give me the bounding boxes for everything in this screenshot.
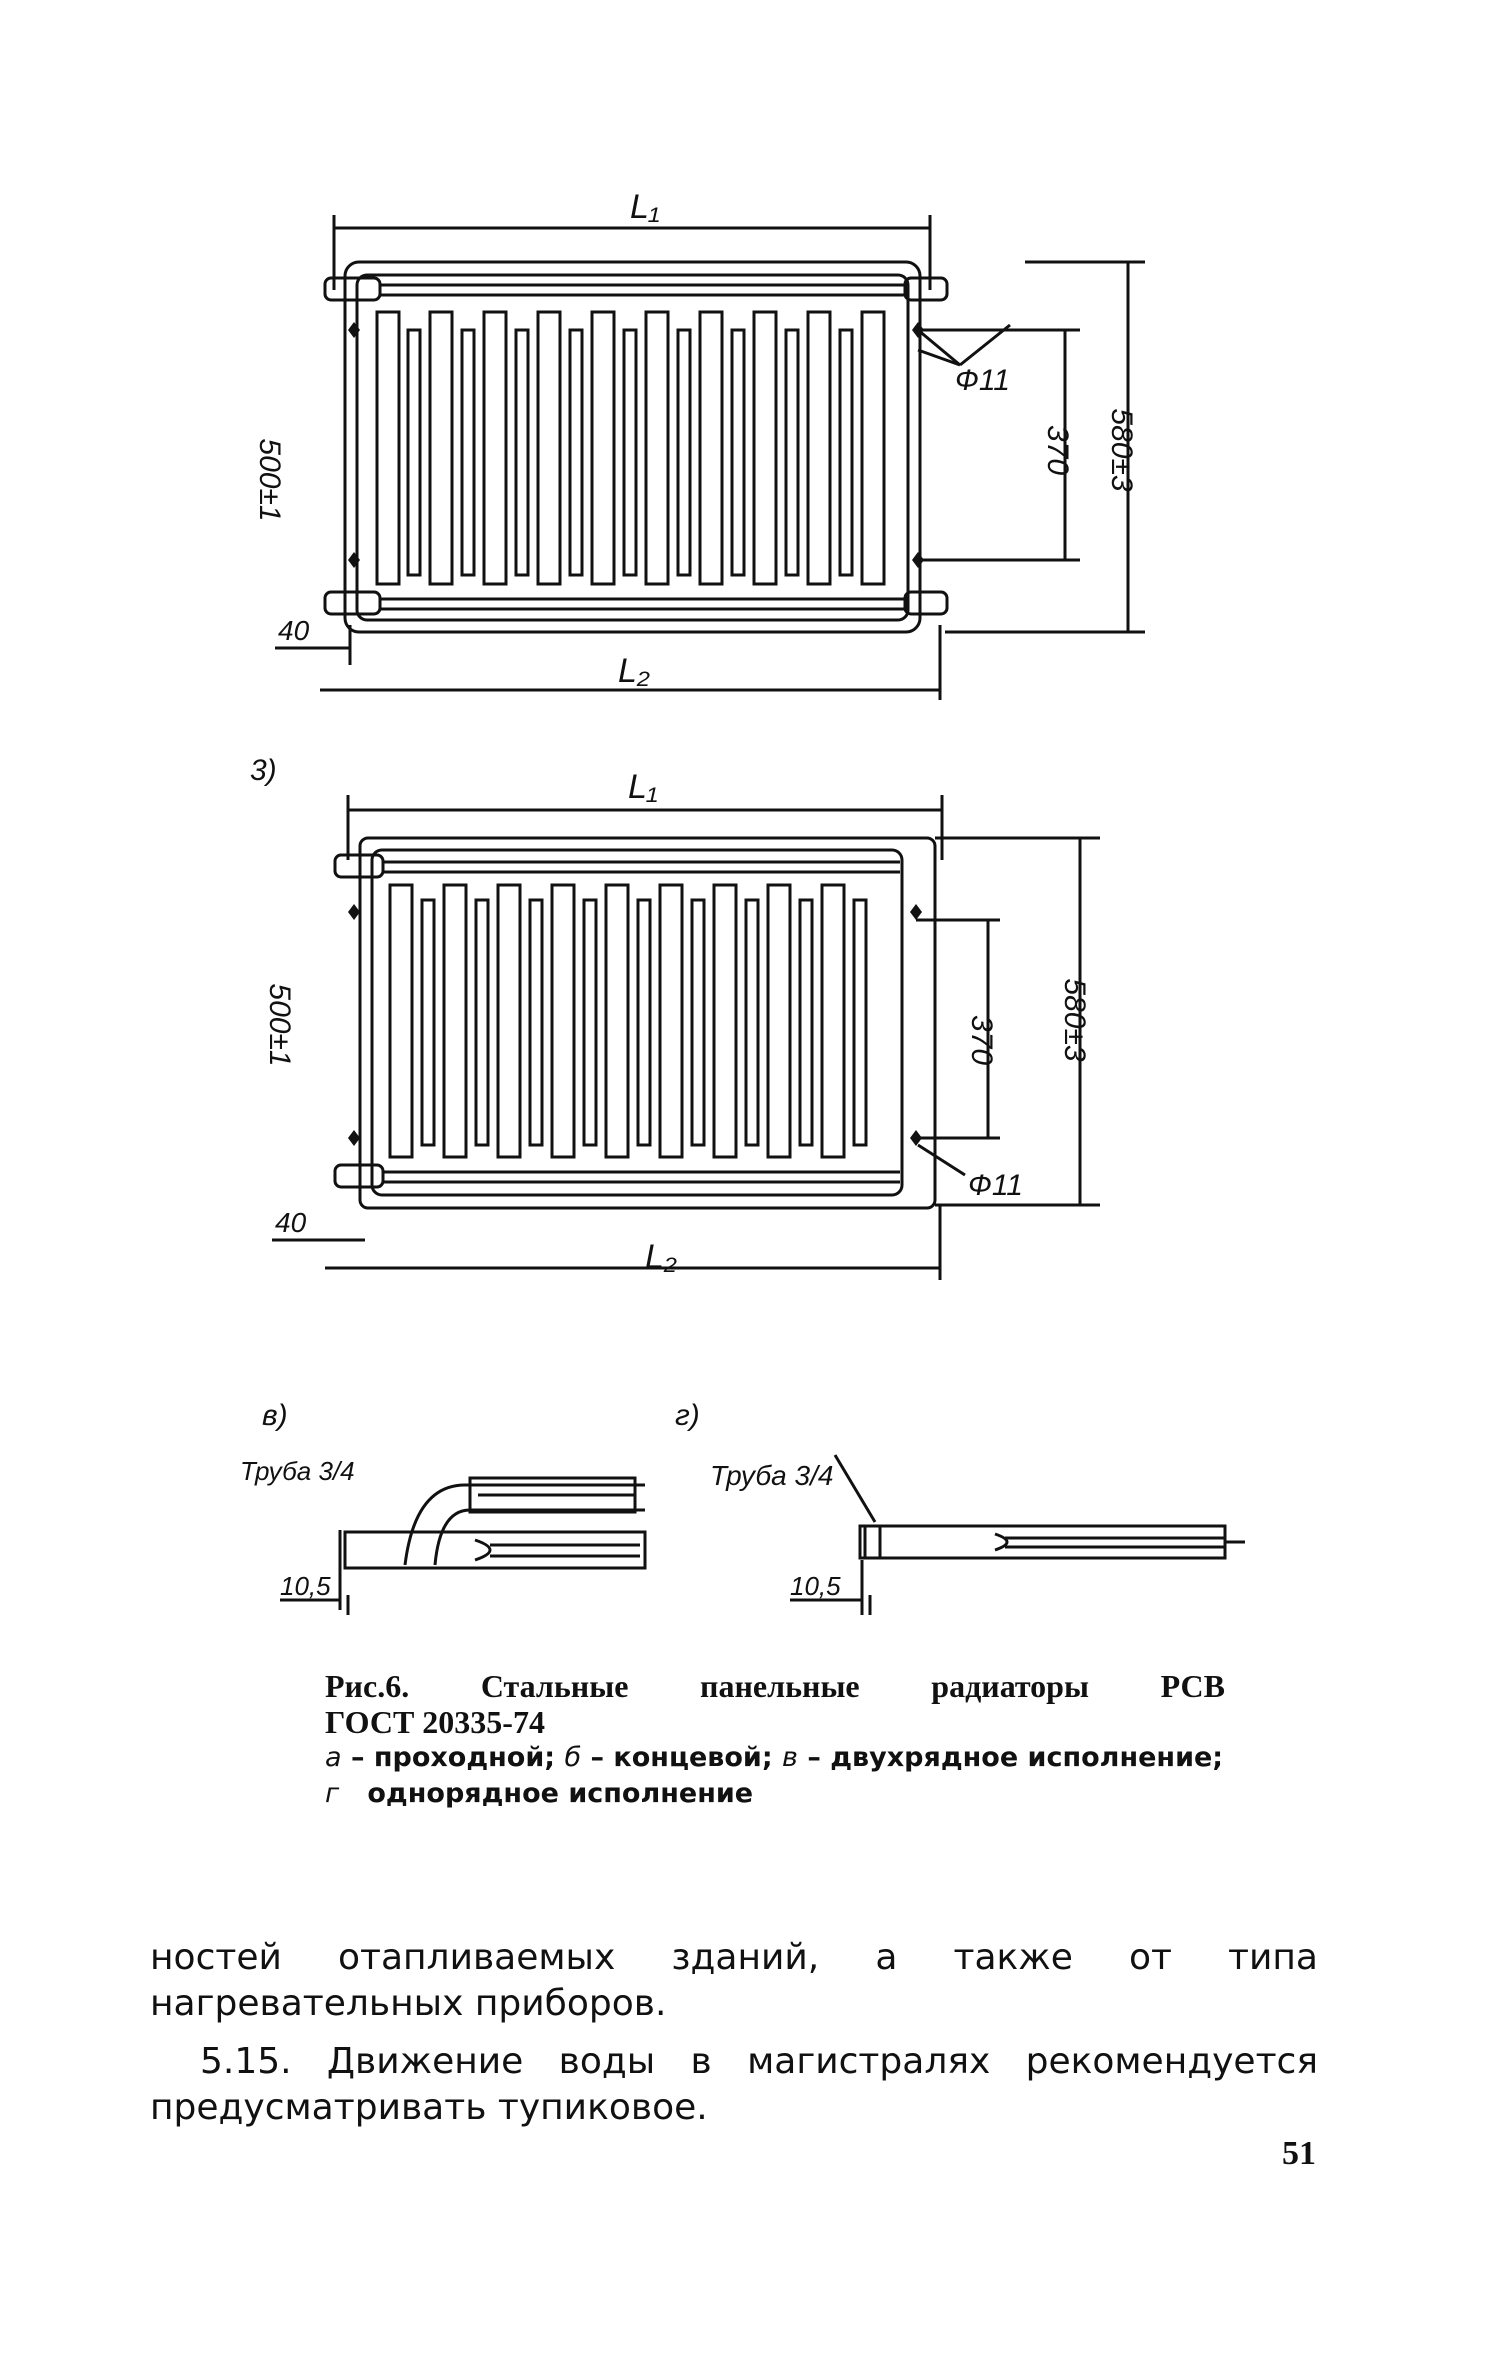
label-dia-a: Ф11 bbox=[955, 364, 1010, 397]
caption-word-3: радиаторы bbox=[931, 1668, 1089, 1704]
figure-drawing: L₁ L₂ 500±1 580±3 370 Ф11 40 3) L₁ L₂ 50… bbox=[240, 188, 1245, 1615]
radiator-b-channels bbox=[388, 883, 868, 1159]
paragraph-1: ностей отапливаемых зданий, а также от т… bbox=[150, 1937, 1318, 2024]
label-pipe-d: Труба 3/4 bbox=[710, 1460, 833, 1491]
label-holes-a: 370 bbox=[1041, 425, 1074, 475]
legend-key-b: б bbox=[564, 1742, 582, 1773]
caption-word-1: Стальные bbox=[480, 1668, 629, 1704]
figure-6: L₁ L₂ 500±1 580±3 370 Ф11 40 3) L₁ L₂ 50… bbox=[240, 188, 1245, 1615]
label-holes-b: 370 bbox=[965, 1015, 998, 1065]
label-overall-a: 580±3 bbox=[1105, 408, 1138, 492]
label-offset-a: 40 bbox=[278, 615, 310, 646]
radiator-b-body bbox=[358, 836, 937, 1210]
legend-key-g: г bbox=[325, 1778, 340, 1809]
legend-text-g: однорядное исполнение bbox=[339, 1778, 754, 1809]
page-number: 51 bbox=[1282, 2135, 1316, 2172]
legend-text-b: – концевой; bbox=[581, 1742, 783, 1773]
legend-key-v: в bbox=[782, 1742, 798, 1773]
radiator-a-body bbox=[343, 260, 922, 634]
label-l1-a: L₁ bbox=[630, 188, 660, 226]
legend-text-a: – проходной; bbox=[341, 1742, 565, 1773]
label-dim-d: 10,5 bbox=[790, 1571, 841, 1601]
label-overall-b: 580±3 bbox=[1058, 978, 1091, 1062]
radiator-a bbox=[275, 215, 1145, 700]
caption-word-4: РСВ bbox=[1160, 1668, 1225, 1704]
label-offset-b: 40 bbox=[275, 1207, 307, 1238]
label-panel-d: г) bbox=[675, 1399, 700, 1432]
label-l2-a: L₂ bbox=[618, 652, 650, 690]
radiator-a-channels bbox=[375, 310, 886, 586]
legend-key-a: а bbox=[325, 1742, 342, 1773]
label-pipe-c: Труба 3/4 bbox=[240, 1456, 355, 1486]
caption-title-line: Рис.6. Стальные панельные радиаторы РСВ bbox=[325, 1668, 1225, 1704]
label-panel-c: в) bbox=[262, 1399, 288, 1432]
label-l2-b: L₂ bbox=[645, 1238, 677, 1276]
caption-standard: ГОСТ 20335-74 bbox=[325, 1704, 545, 1740]
label-panel-b: 3) bbox=[250, 754, 277, 787]
caption-word-2: панельные bbox=[700, 1668, 860, 1704]
label-dia-b: Ф11 bbox=[968, 1169, 1023, 1202]
figure-caption: Рис.6. Стальные панельные радиаторы РСВ … bbox=[325, 1668, 1225, 1812]
caption-fig-number: Рис.6. bbox=[325, 1668, 410, 1704]
connection-detail-c bbox=[280, 1476, 647, 1615]
label-l1-b: L₁ bbox=[628, 768, 658, 806]
label-height-b: 500±1 bbox=[263, 983, 296, 1066]
legend-text-v: – двухрядное исполнение; bbox=[797, 1742, 1224, 1773]
caption-legend-line-1: а – проходной; б – концевой; в – двухряд… bbox=[325, 1740, 1225, 1776]
label-dim-c: 10,5 bbox=[280, 1571, 331, 1601]
body-text: ностей отапливаемых зданий, а также от т… bbox=[150, 1935, 1318, 2131]
connection-detail-d bbox=[790, 1454, 1245, 1615]
paragraph-2: 5.15. Движение воды в магистралях рекоме… bbox=[150, 2041, 1318, 2128]
caption-legend-line-2: г однорядное исполнение bbox=[325, 1776, 1225, 1812]
radiator-b bbox=[272, 795, 1100, 1280]
label-height-a: 500±1 bbox=[253, 438, 286, 521]
